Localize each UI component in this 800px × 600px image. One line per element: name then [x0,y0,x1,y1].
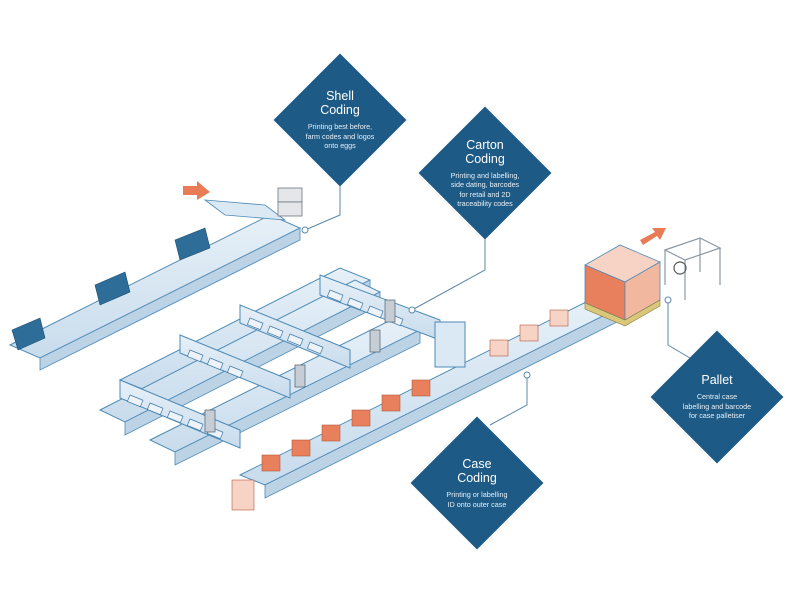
callout-title: Case Coding [457,457,497,485]
pallet-icon [584,244,661,327]
output-arrow-icon [640,228,666,245]
outer-cases [231,309,569,511]
callout-description: Printing or labelling ID onto outer case [446,490,508,509]
callout-title: Pallet [701,373,733,388]
packing-conveyors [98,274,441,466]
egg-collection-rows [11,227,211,351]
callout-description: Printing and labelling, side dating, bar… [450,170,520,209]
callout-title: Shell Coding [320,89,360,118]
leader-lines [301,185,691,426]
callout-title: Carton Coding [465,137,505,166]
input-arrow-icon [183,181,210,200]
callout-carton-coding: Carton Coding Printing and labelling, si… [418,106,552,240]
callout-description: Central case labelling and barcode for c… [682,392,752,421]
printer-units [204,299,396,433]
callout-pallet: Pallet Central case labelling and barcod… [650,330,784,464]
callout-shell-coding: Shell Coding Printing best before, farm … [273,53,407,187]
callout-description: Printing best before, farm codes and log… [305,122,375,151]
palletiser-frame-icon [663,237,722,300]
printer-icon [277,187,303,217]
callout-case-coding: Case Coding Printing or labelling ID ont… [410,416,544,550]
